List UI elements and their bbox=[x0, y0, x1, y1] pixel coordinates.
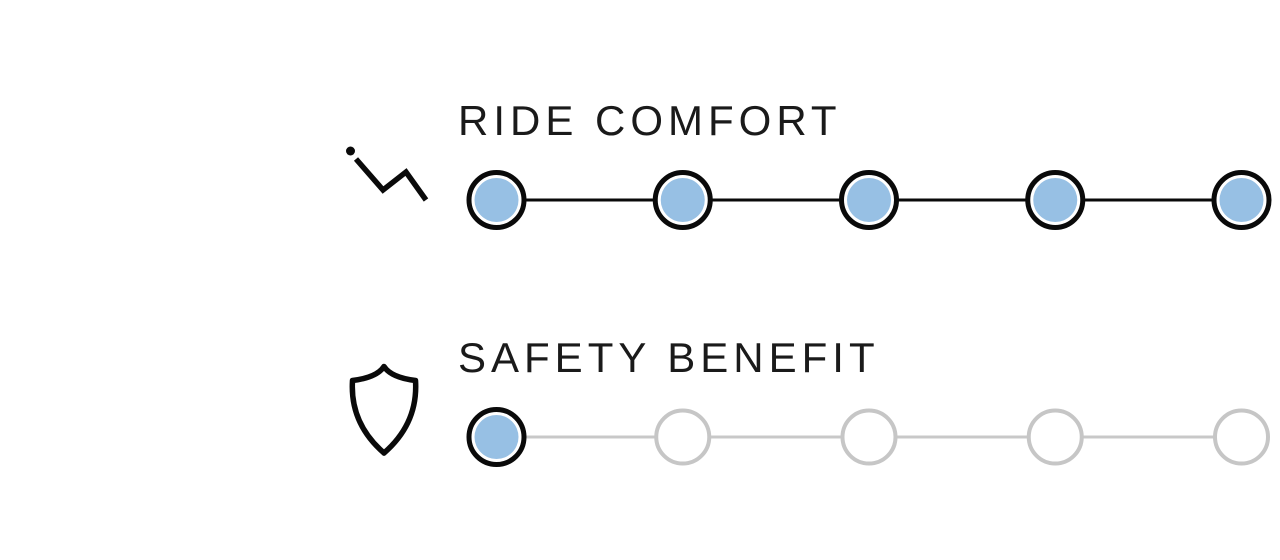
rating-dot-filled bbox=[1211, 170, 1272, 230]
rating-dot-empty bbox=[1213, 408, 1270, 466]
safety-benefit-label: SAFETY BENEFIT bbox=[458, 334, 880, 381]
rating-dot-empty bbox=[1026, 408, 1084, 466]
rating-dot-filled bbox=[1025, 170, 1086, 230]
rating-dot-filled bbox=[466, 170, 527, 230]
safety-benefit-rating-scale bbox=[466, 407, 1270, 467]
reclining-seat-icon bbox=[346, 146, 429, 202]
rating-dot-empty bbox=[840, 408, 898, 466]
rating-dot-filled bbox=[466, 407, 527, 467]
shield-icon bbox=[349, 363, 419, 456]
rating-dot-empty bbox=[654, 408, 712, 466]
rating-dot-filled bbox=[652, 170, 713, 230]
ride-comfort-rating-scale bbox=[466, 170, 1272, 230]
ride-comfort-label: RIDE COMFORT bbox=[458, 97, 842, 144]
rating-dot-filled bbox=[839, 170, 899, 230]
